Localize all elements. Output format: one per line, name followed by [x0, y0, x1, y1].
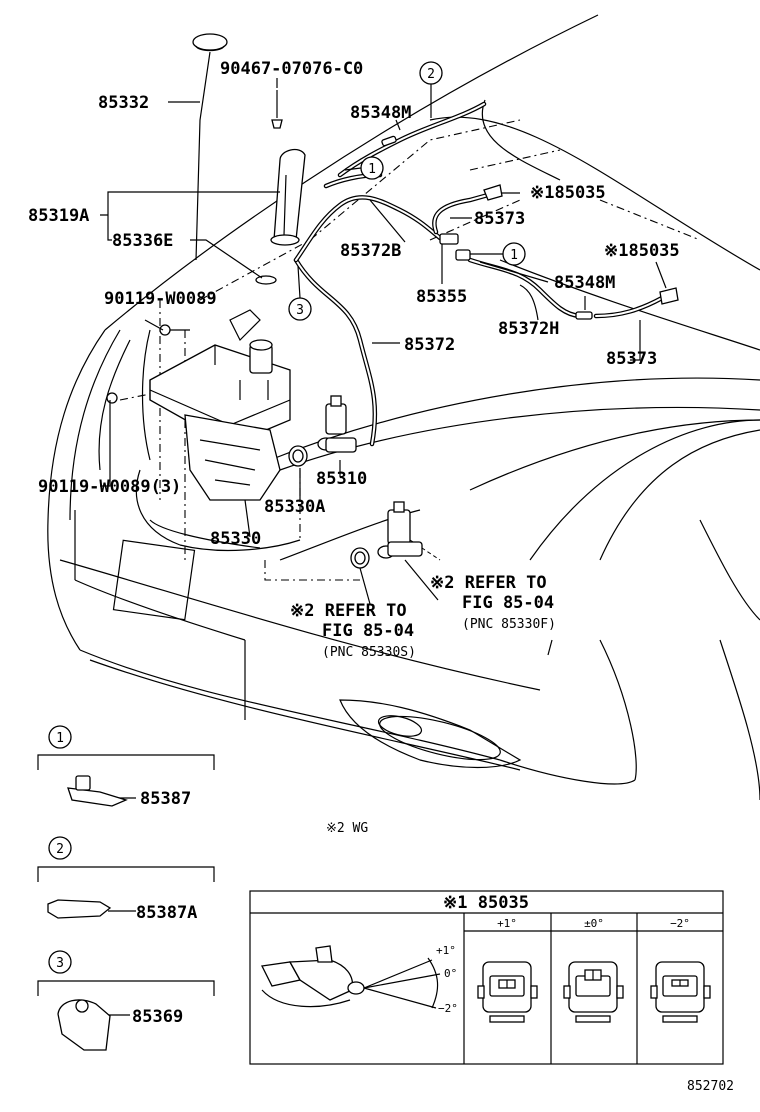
label-85332: 85332	[98, 93, 149, 113]
ref-left-line2: FIG 85-04	[322, 621, 414, 641]
label-85373-lower: 85373	[606, 349, 657, 369]
nozzle-85035-upper	[483, 184, 503, 201]
vehicle-body-outline	[47, 14, 760, 801]
detail-1: 1 85387	[37, 725, 215, 809]
label-85310: 85310	[316, 469, 367, 489]
label-85355: 85355	[416, 287, 467, 307]
label-85372b: 85372B	[340, 241, 401, 261]
label-85348m-top: 85348M	[350, 103, 411, 123]
label-85369: 85369	[132, 1007, 183, 1027]
label-90467-07076-c0: 90467-07076-C0	[220, 59, 363, 79]
callout-number-1: 1	[368, 162, 376, 177]
label-85387: 85387	[140, 789, 191, 809]
callout-3-mid: 3	[288, 265, 312, 321]
washer-tank-85330	[149, 309, 291, 501]
detail-3-number: 3	[56, 956, 64, 971]
figure-code: 852702	[687, 1079, 734, 1094]
nozzle-angle-table: ※1 85035 +1° ±0° −2° +1° 0° −2°	[249, 890, 724, 1065]
detail-2: 2 85387A	[37, 836, 215, 923]
callout-2-top: 2	[419, 61, 443, 118]
ref-right-line2: FIG 85-04	[462, 593, 554, 613]
label-85330a: 85330A	[264, 497, 325, 517]
leader-lines	[100, 78, 667, 1016]
washer-pump-85310	[317, 395, 357, 453]
callout-number-2: 2	[427, 67, 435, 82]
washer-pump-85330F	[377, 501, 423, 559]
hose-85372	[293, 257, 378, 447]
note-wg: ※2 WG	[326, 821, 368, 836]
detail-1-number: 1	[56, 731, 64, 746]
table-col-minus: −2°	[670, 917, 690, 930]
nozzle-side-view	[261, 945, 441, 1009]
detail-3: 3 85369	[37, 950, 215, 1051]
callout-1-top: 1	[344, 156, 384, 180]
connectors-85348M-85355	[381, 135, 593, 320]
bolt-90119-left	[106, 392, 118, 404]
hose-85372H	[467, 257, 583, 319]
ref-right-line3: (PNC 85330F)	[462, 617, 556, 632]
callout-1-mid: 1	[470, 242, 526, 266]
clip-90467	[271, 90, 283, 129]
ref-left-line3: (PNC 85330S)	[322, 645, 416, 660]
nozzle-85035-lower	[659, 287, 679, 305]
hose-85373-lower	[593, 295, 665, 319]
label-85035-lower: ※185035	[604, 241, 680, 261]
filler-pipe-85319A	[270, 148, 306, 246]
callout-number-1: 1	[510, 248, 518, 263]
hose-85373-upper	[432, 192, 491, 235]
filler-cap-85332	[192, 33, 228, 261]
ref-right-line1: ※2 REFER TO	[430, 573, 547, 593]
label-85373-upper: 85373	[474, 209, 525, 229]
bolt-90119-top	[159, 324, 190, 336]
label-90119-w0089-3: 90119-W0089(3)	[38, 477, 181, 497]
grommet-85336E	[255, 275, 277, 285]
gauge-minus2	[650, 961, 711, 1023]
table-col-plus: +1°	[497, 917, 517, 930]
ref-left-line1: ※2 REFER TO	[290, 601, 407, 621]
gauge-plus1	[477, 961, 538, 1023]
label-90119-w0089: 90119-W0089	[104, 289, 217, 309]
angle-minus: −2°	[438, 1002, 458, 1015]
angle-zero: 0°	[444, 967, 457, 980]
grommet-85330A	[288, 445, 308, 467]
label-85035-upper: ※185035	[530, 183, 606, 203]
part-labels: 85332 90467-07076-C0 85348M 85319A 85336…	[28, 59, 680, 836]
label-85372h: 85372H	[498, 319, 559, 339]
label-85330: 85330	[210, 529, 261, 549]
angle-plus: +1°	[436, 944, 456, 957]
table-col-zero: ±0°	[584, 917, 604, 930]
label-85348m-mid: 85348M	[554, 273, 615, 293]
label-85336e: 85336E	[112, 231, 173, 251]
label-85387a: 85387A	[136, 903, 197, 923]
label-85372: 85372	[404, 335, 455, 355]
table-title: ※1 85035	[443, 893, 529, 913]
grommet-85330S	[350, 547, 370, 569]
hose-85372B	[293, 195, 443, 263]
gauge-zero	[563, 961, 624, 1023]
callout-number-3: 3	[296, 303, 304, 318]
label-85319a: 85319A	[28, 206, 89, 226]
detail-2-number: 2	[56, 842, 64, 857]
